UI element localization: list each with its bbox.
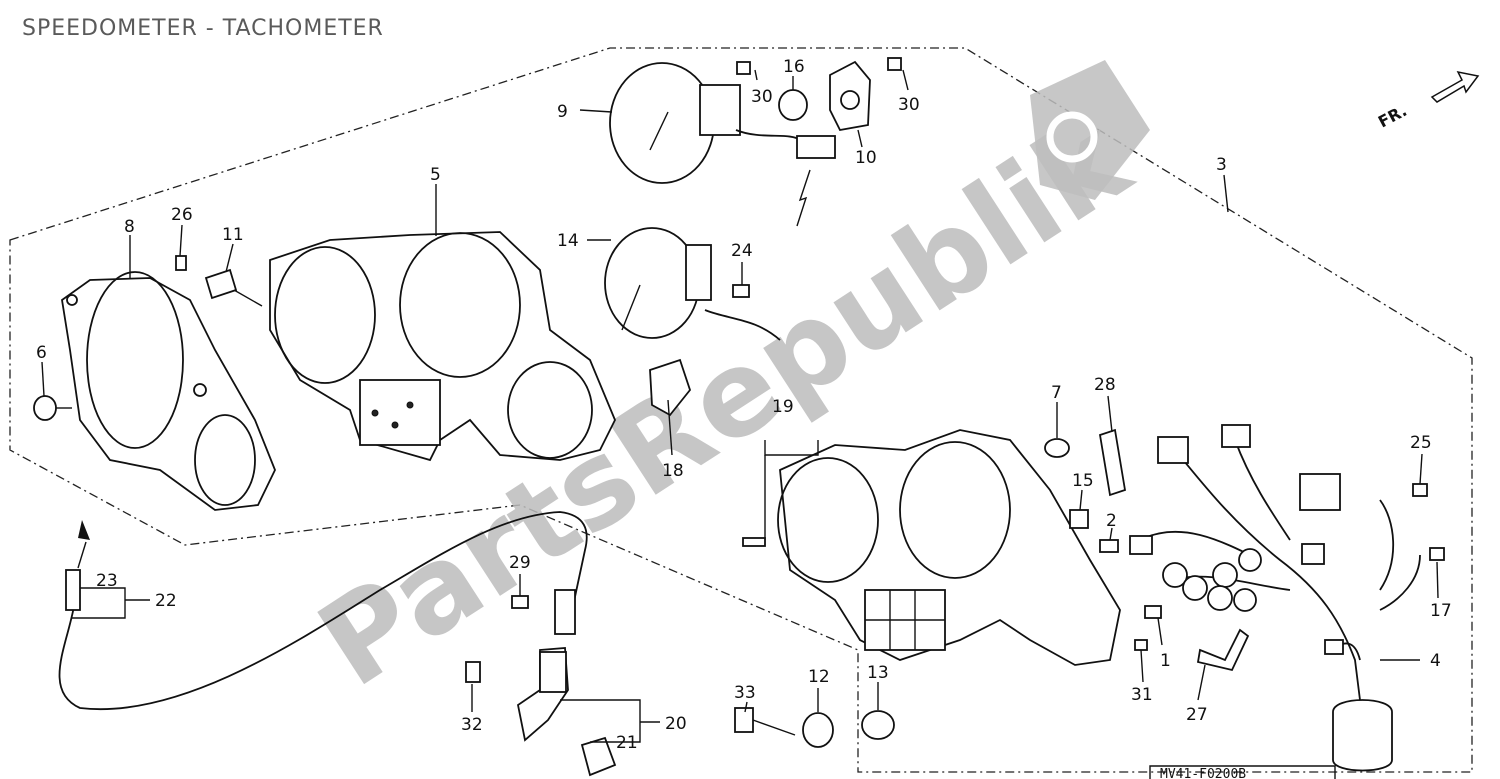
part-27-holder (1196, 628, 1250, 672)
callout-31: 31 (1131, 685, 1153, 705)
part-22-speedometer-cable (58, 511, 588, 711)
callout-21: 21 (616, 733, 638, 753)
leader-lines (41, 69, 1439, 743)
callout-18: 18 (662, 461, 684, 481)
callout-26: 26 (171, 205, 193, 225)
gear-icon (1046, 111, 1098, 163)
callout-17: 17 (1430, 601, 1452, 621)
part-30-screws (736, 57, 902, 75)
part-20-gearbox (517, 647, 569, 742)
part-12-washer (802, 712, 834, 748)
callout-6: 6 (36, 343, 47, 363)
part-18-sender (649, 358, 692, 417)
part-33-bolt (734, 707, 796, 736)
part-29-screw (511, 595, 529, 609)
part-11-gear (204, 268, 263, 307)
drawing-code: MV41-F0200B (1160, 767, 1246, 779)
callout-13: 13 (867, 663, 889, 683)
callout-32: 32 (461, 715, 483, 735)
part-1-bulb (1144, 605, 1162, 619)
callout-labels: 1 2 3 4 5 6 7 8 9 10 11 12 13 14 15 16 1… (36, 57, 1452, 753)
page-title: SPEEDOMETER - TACHOMETER (22, 16, 384, 41)
part-10-socket (829, 60, 871, 132)
callout-1: 1 (1160, 651, 1171, 671)
part-32-bolt (465, 661, 481, 683)
part-13-grommet (861, 710, 895, 740)
callout-12: 12 (808, 667, 830, 687)
callout-20: 20 (665, 714, 687, 734)
callout-23: 23 (96, 571, 118, 591)
callout-4: 4 (1430, 651, 1441, 671)
arrow-icon (78, 520, 90, 540)
callout-15: 15 (1072, 471, 1094, 491)
callout-24: 24 (731, 241, 753, 261)
callout-11: 11 (222, 225, 244, 245)
front-label: FR. (1375, 101, 1410, 132)
callout-14: 14 (557, 231, 579, 251)
part-25-screw (1412, 483, 1428, 497)
part-2-bulb (1099, 539, 1119, 553)
part-21-seal (580, 736, 617, 777)
callout-30-left: 30 (751, 87, 773, 107)
part-8-front-panel (61, 271, 276, 511)
part-19-pin (742, 537, 766, 547)
callout-29: 29 (509, 553, 531, 573)
part-17-screw (1429, 547, 1445, 561)
assembly-boundary (9, 47, 1473, 773)
callout-2: 2 (1106, 511, 1117, 531)
part-5-meter-case (269, 231, 616, 462)
callout-9: 9 (557, 102, 568, 122)
callout-19: 19 (772, 397, 794, 417)
part-16-ring (778, 89, 808, 121)
leader-bracket-19 (764, 440, 819, 456)
callout-27: 27 (1186, 705, 1208, 725)
leader-arrow (796, 169, 811, 227)
part-4-wire-harness (1129, 424, 1421, 772)
callout-22: 22 (155, 591, 177, 611)
front-direction-marker: FR. (1375, 70, 1480, 132)
part-19-meter-housing (777, 429, 1121, 666)
callout-8: 8 (124, 217, 135, 237)
part-7-grommet (1044, 438, 1070, 458)
callout-10: 10 (855, 148, 877, 168)
part-24-bulb (732, 284, 750, 298)
callout-3: 3 (1216, 155, 1227, 175)
callout-25: 25 (1410, 433, 1432, 453)
part-9-speedometer (609, 62, 836, 184)
part-31-bulb (1134, 639, 1148, 651)
callout-28: 28 (1094, 375, 1116, 395)
part-6-grommet (33, 395, 72, 421)
part-15-clip (1069, 509, 1089, 529)
callout-33: 33 (734, 683, 756, 703)
callout-30-right: 30 (898, 95, 920, 115)
arrow-icon (1430, 70, 1480, 103)
callout-7: 7 (1051, 383, 1062, 403)
callout-16: 16 (783, 57, 805, 77)
part-28-strip (1098, 428, 1127, 497)
part-14-tachometer (604, 227, 781, 341)
callout-5: 5 (430, 165, 441, 185)
part-26-screw (175, 255, 187, 271)
drawing-code-box: MV41-F0200B (1149, 765, 1336, 779)
